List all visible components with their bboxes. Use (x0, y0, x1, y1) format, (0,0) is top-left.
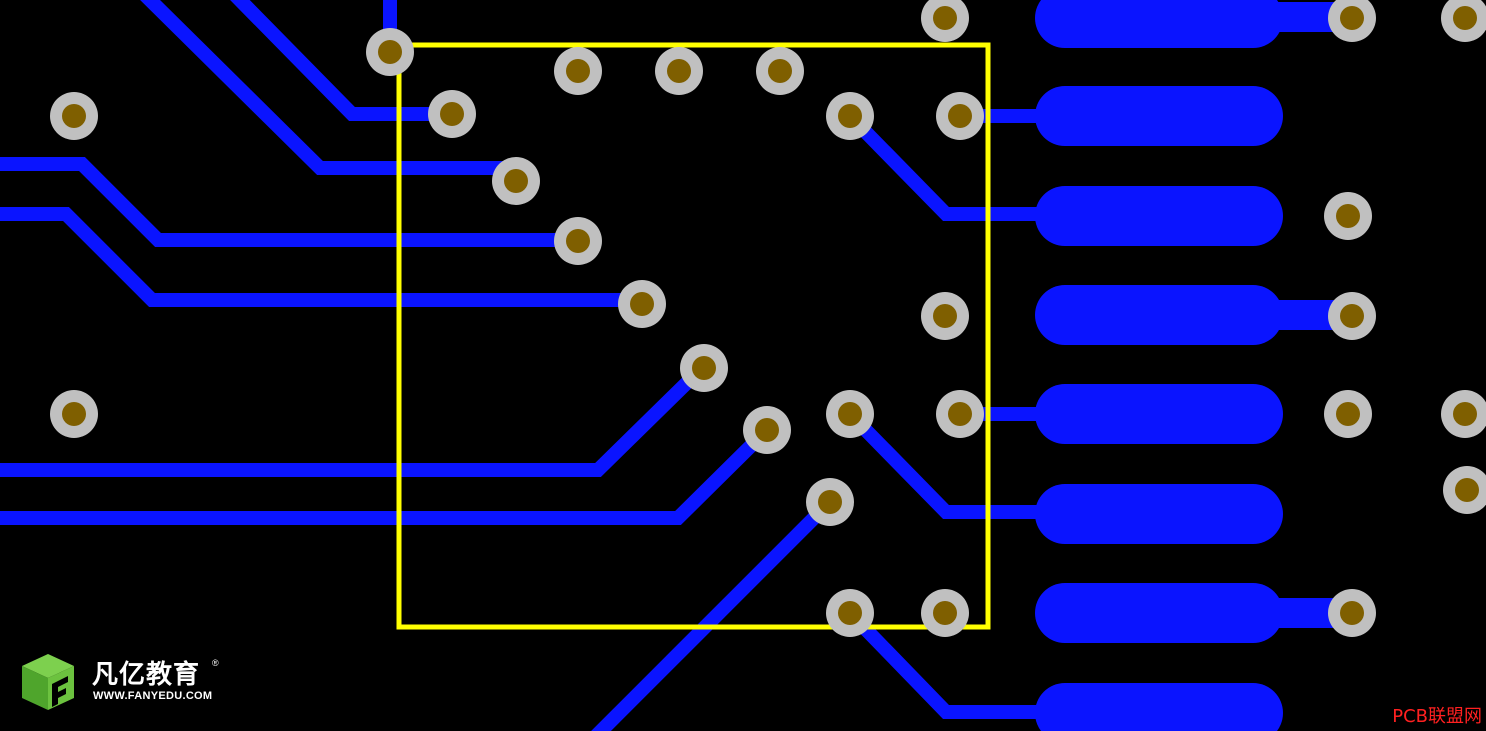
watermark-text: PCB联盟网 (1392, 706, 1482, 727)
logo-name: 凡亿教育 (92, 660, 201, 690)
via-drill (838, 104, 862, 128)
via[interactable] (743, 406, 791, 454)
via-drill (504, 169, 528, 193)
via-drill (62, 104, 86, 128)
company-logo: 凡亿教育 ® WWW.FANYEDU.COM (18, 652, 258, 716)
via[interactable] (1443, 466, 1486, 514)
via[interactable] (921, 0, 969, 42)
smd-pad (1035, 0, 1283, 48)
via[interactable] (1441, 0, 1486, 42)
via-drill (566, 59, 590, 83)
via-drill (948, 104, 972, 128)
trace (844, 111, 1060, 221)
via-drill (933, 6, 957, 30)
trace (844, 409, 1060, 519)
via[interactable] (492, 157, 540, 205)
trace (140, 0, 516, 175)
via[interactable] (921, 589, 969, 637)
trace (0, 207, 642, 307)
via-drill (1340, 601, 1364, 625)
trace (230, 0, 452, 121)
via-drill (755, 418, 779, 442)
via-drill (566, 229, 590, 253)
via-drill (62, 402, 86, 426)
via-drill (933, 304, 957, 328)
via-drill (1340, 6, 1364, 30)
via-drill (768, 59, 792, 83)
registered-mark: ® (212, 658, 219, 668)
via[interactable] (554, 47, 602, 95)
via-drill (440, 102, 464, 126)
smd-pad (1035, 683, 1283, 731)
via[interactable] (655, 47, 703, 95)
via-drill (1455, 478, 1479, 502)
via[interactable] (1324, 390, 1372, 438)
via[interactable] (826, 390, 874, 438)
via[interactable] (50, 390, 98, 438)
vias (50, 0, 1486, 637)
via[interactable] (1441, 390, 1486, 438)
smd-pad (1035, 384, 1283, 444)
trace (591, 497, 835, 731)
via-drill (378, 40, 402, 64)
via[interactable] (554, 217, 602, 265)
via[interactable] (1328, 589, 1376, 637)
via-drill (1340, 304, 1364, 328)
smd-pad (1035, 86, 1283, 146)
logo-cube-icon (22, 654, 74, 710)
trace (844, 608, 1060, 719)
via-drill (838, 402, 862, 426)
via-drill (1453, 402, 1477, 426)
via[interactable] (936, 390, 984, 438)
smd-pad (1035, 285, 1283, 345)
via[interactable] (1324, 192, 1372, 240)
logo-url: WWW.FANYEDU.COM (93, 690, 213, 702)
via[interactable] (936, 92, 984, 140)
component-outline[interactable] (396, 42, 991, 630)
via[interactable] (826, 589, 874, 637)
via-drill (818, 490, 842, 514)
smd-pads (1035, 0, 1352, 731)
via[interactable] (366, 28, 414, 76)
via-drill (692, 356, 716, 380)
trace (0, 157, 578, 247)
via-drill (948, 402, 972, 426)
via-drill (1336, 204, 1360, 228)
via[interactable] (826, 92, 874, 140)
smd-pad (1035, 583, 1283, 643)
via-drill (933, 601, 957, 625)
smd-pad (1035, 186, 1283, 246)
smd-pad (1035, 484, 1283, 544)
via-drill (630, 292, 654, 316)
via-drill (667, 59, 691, 83)
trace (0, 425, 772, 525)
copper-traces (0, 0, 1060, 731)
via[interactable] (680, 344, 728, 392)
trace (0, 361, 709, 477)
via-drill (838, 601, 862, 625)
via-drill (1336, 402, 1360, 426)
via[interactable] (921, 292, 969, 340)
via-drill (1453, 6, 1477, 30)
via[interactable] (756, 47, 804, 95)
via[interactable] (1328, 0, 1376, 42)
via[interactable] (1328, 292, 1376, 340)
via[interactable] (618, 280, 666, 328)
via[interactable] (428, 90, 476, 138)
via[interactable] (806, 478, 854, 526)
via[interactable] (50, 92, 98, 140)
